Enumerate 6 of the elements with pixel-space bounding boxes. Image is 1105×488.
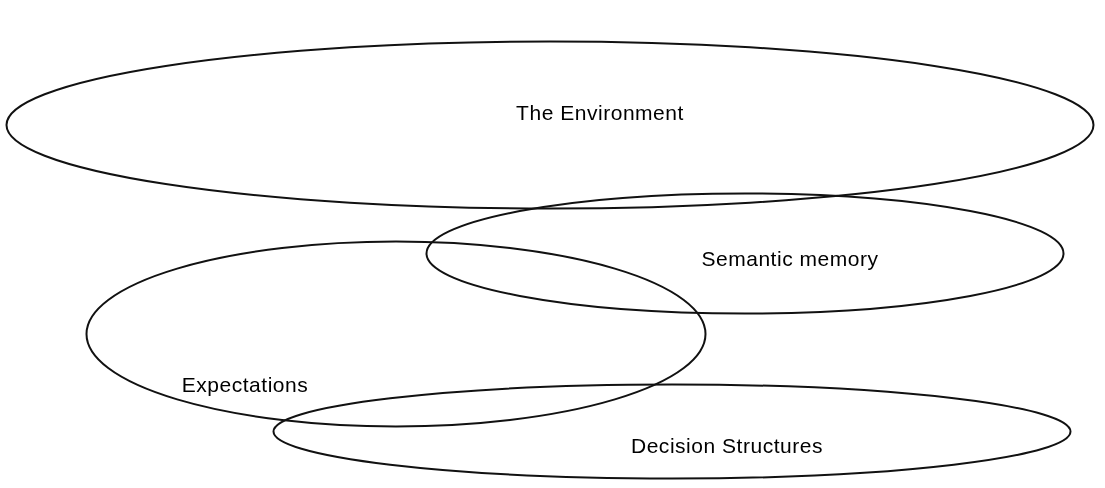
node-label: The Environment bbox=[516, 101, 684, 123]
node-label: Semantic memory bbox=[701, 247, 879, 269]
ellipse-node bbox=[5, 40, 1095, 210]
node-label: Expectations bbox=[181, 373, 309, 395]
node-label: Decision Structures bbox=[631, 434, 823, 456]
ellipse-node bbox=[425, 192, 1065, 315]
